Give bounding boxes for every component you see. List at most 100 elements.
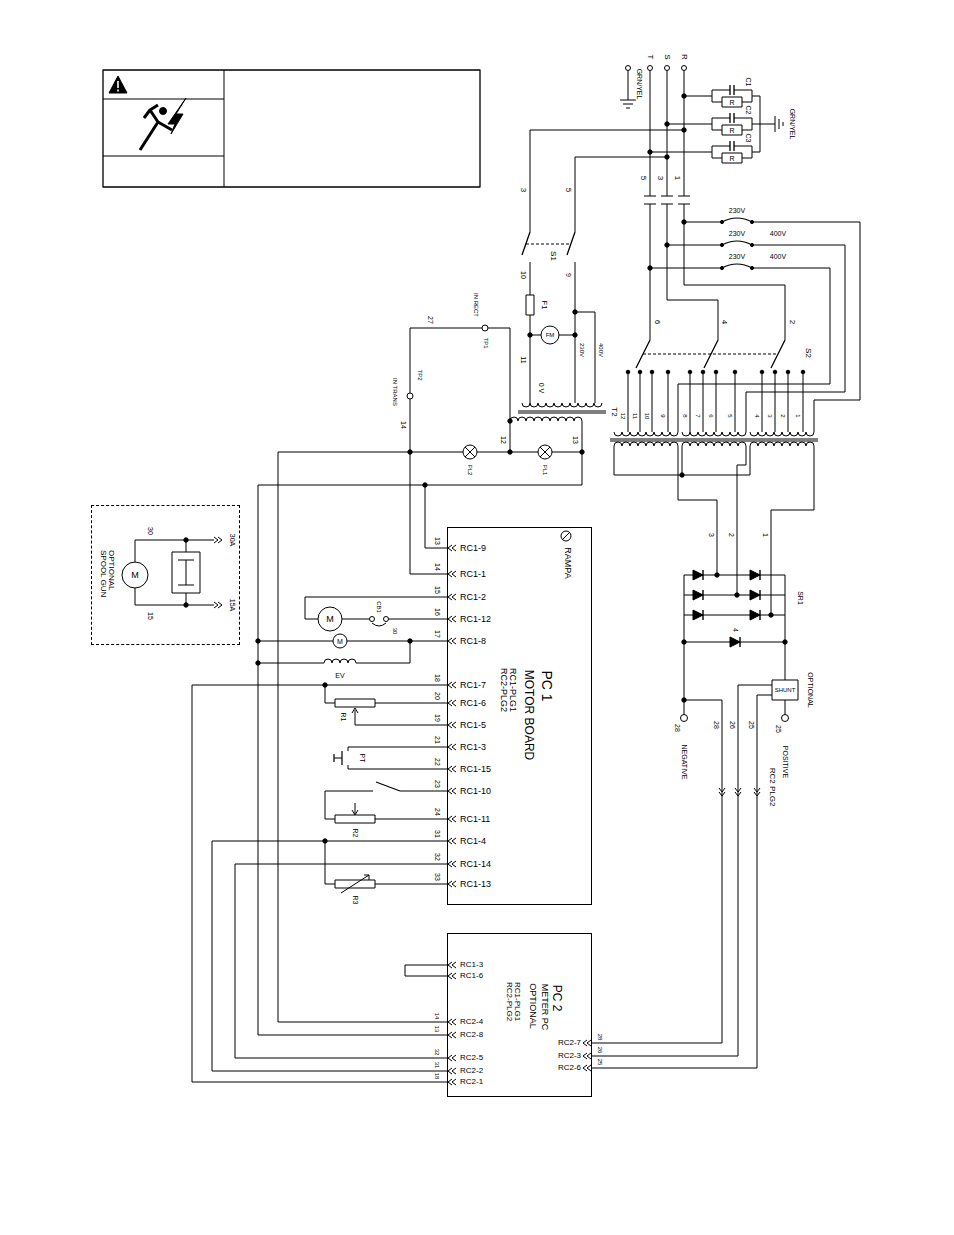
wire: [752, 124, 760, 125]
phase-line: [684, 71, 685, 197]
label-holder: 13: [434, 1026, 440, 1033]
label-holder: M: [326, 615, 334, 624]
label-holder: 12: [500, 436, 507, 444]
label-holder: RC2-4: [460, 1018, 483, 1026]
schematic-label: RC2-7: [558, 1039, 581, 1047]
schematic-label: RC1-14: [460, 860, 491, 869]
connector-chevron: [448, 816, 456, 822]
connector-chevron: [448, 682, 456, 688]
schematic-label: 9: [565, 273, 572, 277]
connector-chevron: [448, 973, 456, 979]
label-holder: S2: [804, 348, 812, 358]
schematic-label: 17: [434, 630, 441, 638]
lamp-symbol: [463, 445, 477, 459]
schematic-label: IN RECT: [473, 293, 479, 317]
diode-bar: [759, 590, 760, 600]
tap-wire: [640, 374, 641, 432]
resistor-symbol: [335, 699, 375, 707]
schematic-label: R1: [340, 713, 347, 722]
schematic-label: 11: [632, 413, 638, 419]
label-holder: 11: [632, 413, 638, 419]
wire: [325, 841, 335, 884]
node-text-holder: METER PC: [540, 984, 549, 1031]
node-text-holder: RAMPA: [563, 547, 572, 578]
wire: [325, 685, 335, 703]
label-holder: 21: [434, 736, 441, 744]
capacitor-symbol: [730, 113, 734, 123]
junction-dot: [528, 333, 532, 337]
schematic-label: RC2-4: [460, 1018, 483, 1026]
schematic-label: 22: [434, 758, 441, 766]
schematic-label: 14: [400, 421, 407, 429]
label-holder: 14: [434, 563, 441, 571]
label-holder: 27: [427, 316, 434, 324]
label-holder: R3: [352, 896, 359, 905]
schematic-label: R: [729, 127, 734, 134]
schematic-label: RC1-15: [460, 765, 491, 774]
schematic-label: 25: [775, 725, 782, 733]
board-title: PC 1: [540, 670, 554, 701]
label-holder: 25: [775, 725, 782, 733]
schematic-label: 19: [434, 714, 441, 722]
tap-wire: [668, 374, 669, 432]
node-text-holder: PC 1: [540, 670, 554, 701]
warning-triangle: [109, 76, 127, 93]
wire: [760, 124, 775, 125]
rampa-symbol: [561, 531, 571, 541]
junction-dot: [648, 266, 652, 270]
schematic-label: 32: [434, 853, 441, 861]
schematic-label: RC2-3: [558, 1052, 581, 1060]
schematic-label: 27: [427, 316, 434, 324]
wire: [410, 399, 447, 574]
schematic-label: 400V: [770, 230, 786, 237]
schematic-label: RC1-7: [460, 681, 486, 690]
junction-dot: [184, 538, 188, 542]
schematic-label: TP2: [417, 369, 423, 380]
schematic-label: 6: [653, 320, 661, 324]
schematic-label: RC2-6: [558, 1064, 581, 1072]
tap-dot: [760, 370, 764, 374]
winding: [682, 432, 746, 436]
board-text: MOTOR BOARD: [523, 670, 535, 760]
label-holder: NEGATIVE: [681, 745, 688, 780]
node-text-holder: MOTOR BOARD: [523, 670, 535, 760]
label-holder: RC1-11: [460, 815, 490, 824]
tap-dot: [638, 370, 642, 374]
label-holder: 15: [147, 612, 154, 620]
transformer-core: [610, 439, 818, 441]
schematic-label: TP1: [483, 337, 489, 348]
relay-contact: [178, 560, 194, 585]
wire: [278, 452, 447, 1022]
label-holder: 3: [519, 188, 527, 192]
tap-wire: [703, 374, 704, 432]
wire: [785, 700, 786, 715]
label-holder: T: [646, 55, 654, 60]
thermal-switch: [407, 393, 413, 399]
schematic-label: 0 V: [538, 383, 545, 394]
schematic-label: 400V: [598, 343, 604, 357]
schematic-label: C2: [745, 106, 752, 115]
wire: [425, 485, 447, 548]
label-holder: POSITIVE: [782, 746, 789, 778]
junction-dot: [256, 639, 260, 643]
tap-dot: [666, 370, 670, 374]
schematic-label: 4: [720, 320, 728, 324]
connector-chevron: [448, 881, 456, 887]
jumper-loop: [405, 965, 447, 976]
connector-chevron: [448, 638, 456, 644]
label-holder: RC1-7: [460, 681, 486, 690]
schematic-label: RC1-11: [460, 815, 490, 824]
schematic-label: RC1-12: [460, 615, 491, 624]
label-holder: 6: [708, 414, 714, 417]
tap-dot: [786, 370, 790, 374]
tap-dot: [626, 370, 630, 374]
connector-chevron: [448, 616, 456, 622]
schematic-label: 7: [695, 414, 701, 417]
schematic-label: RC1-8: [460, 637, 486, 646]
schematic-label: 1: [762, 533, 769, 537]
label-holder: RC1-3: [460, 743, 486, 752]
schematic-label: 15: [147, 612, 154, 620]
schematic-label: 5: [639, 176, 647, 180]
label-holder: RC1-6: [460, 972, 483, 980]
label-holder: GRN/YEL: [789, 109, 796, 140]
